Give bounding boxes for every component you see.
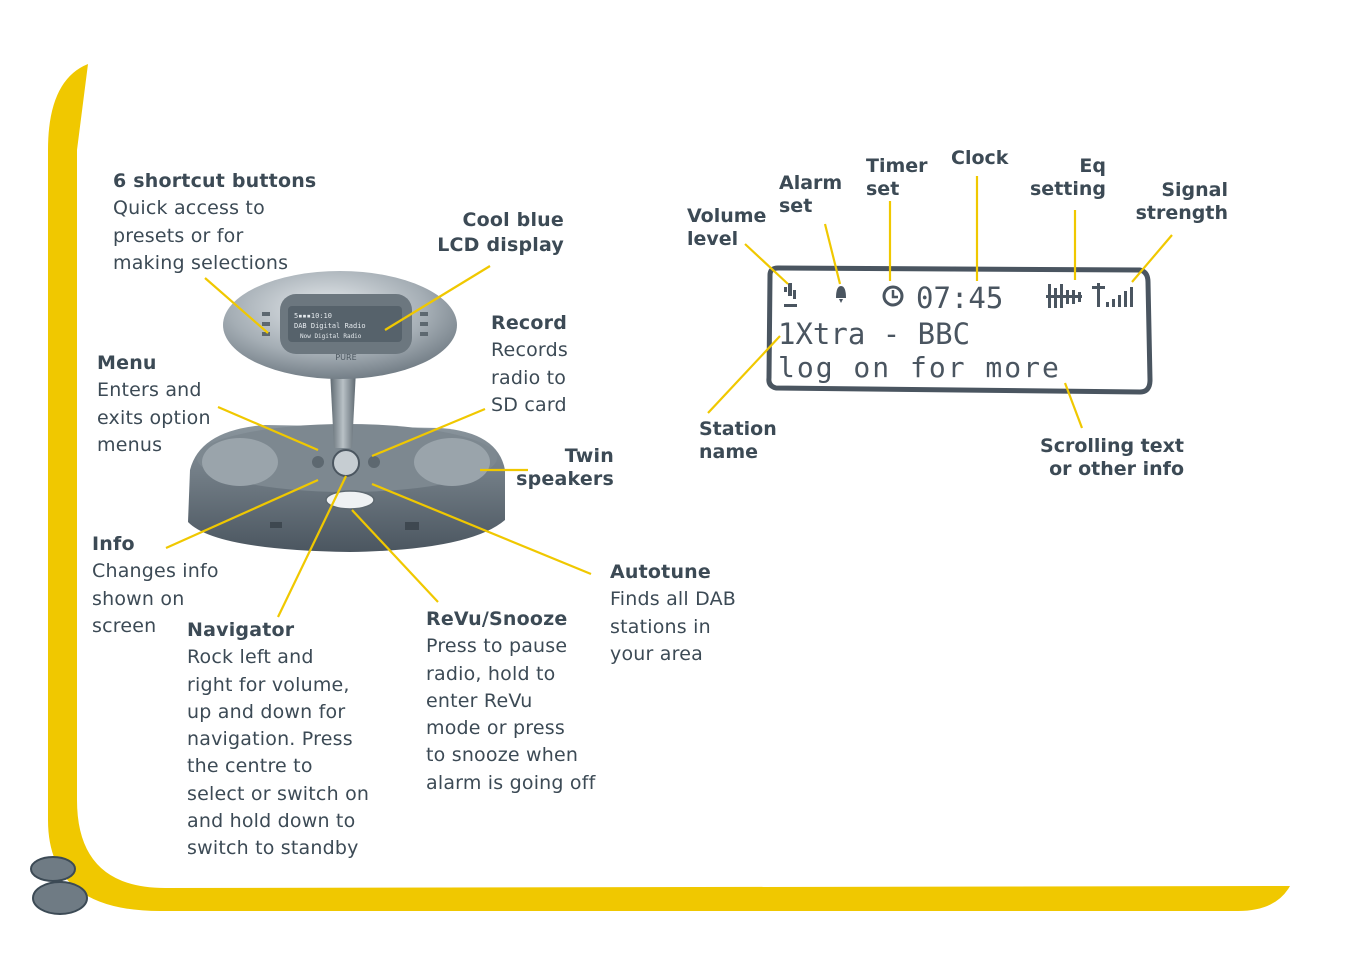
leader-lcd (384, 265, 491, 331)
leader-autotune (371, 482, 592, 576)
device-screen (288, 306, 402, 342)
label-desc: Rock left and right for volume, up and d… (187, 646, 370, 860)
device-brand: PURE (335, 353, 356, 362)
label-scrolling-text: Scrolling text or other info (1040, 435, 1184, 480)
label-revu-snooze: ReVu/Snooze Press to pause radio, hold t… (426, 606, 596, 797)
leader-shortcut (204, 277, 269, 334)
eq-icon (1046, 284, 1082, 308)
label-desc: Quick access to presets or for making se… (113, 197, 289, 274)
left-speaker (202, 438, 278, 486)
label-title: Record (491, 312, 568, 334)
label-record: Record Records radio to SD card (491, 310, 568, 419)
lcd-scroll-text: log on for more (778, 351, 1061, 384)
leader-scrolling (1063, 382, 1084, 429)
signal-strength-icon (1092, 283, 1133, 307)
right-speaker (414, 438, 490, 486)
leader-info (165, 478, 319, 550)
label-desc: Finds all DAB stations in your area (610, 588, 737, 665)
label-title: ReVu/Snooze (426, 608, 568, 630)
record-button (368, 456, 380, 468)
revu-button (325, 490, 375, 510)
menu-button (312, 456, 324, 468)
lcd-time: 07:45 (916, 281, 1003, 315)
device-screen-line1: 5▪▪▪10:10 (294, 312, 332, 320)
label-station-name: Station name (699, 418, 777, 463)
label-title: 6 shortcut buttons (113, 170, 317, 192)
label-twin-speakers: Twin speakers (516, 445, 614, 491)
label-signal-strength: Signal strength (1135, 179, 1228, 224)
leader-signal (1131, 234, 1173, 283)
label-volume-level: Volume level (687, 205, 767, 250)
leader-volume (744, 243, 789, 285)
timer-icon (882, 285, 904, 307)
label-info: Info Changes info shown on screen (92, 531, 219, 640)
label-desc: Records radio to SD card (491, 339, 568, 416)
label-timer-set: Timer set (866, 155, 928, 200)
radio-stem (330, 370, 356, 448)
label-desc: Enters and exits option menus (97, 379, 211, 456)
leader-revu (351, 509, 439, 603)
label-shortcut-buttons: 6 shortcut buttons Quick access to prese… (113, 168, 316, 277)
label-title: Menu (97, 352, 157, 374)
leader-alarm (823, 223, 842, 285)
label-menu: Menu Enters and exits option menus (97, 350, 211, 459)
leader-record (371, 407, 486, 458)
alarm-bell-icon (836, 286, 846, 303)
left-shortcut-buttons (262, 312, 270, 336)
label-eq-setting: Eq setting (1030, 155, 1106, 200)
device-screen-line3: Now Digital Radio (300, 333, 362, 340)
label-title: Info (92, 533, 135, 555)
right-shortcut-buttons (420, 312, 428, 336)
volume-icon (784, 283, 797, 307)
label-title: Cool blue LCD display (437, 209, 564, 256)
label-alarm-set: Alarm set (779, 172, 843, 217)
label-lcd-display: Cool blue LCD display (437, 208, 564, 258)
leader-station (707, 335, 781, 414)
label-navigator: Navigator Rock left and right for volume… (187, 617, 369, 863)
label-desc: Changes info shown on screen (92, 560, 219, 637)
page-tab-top (30, 856, 76, 882)
leader-menu (217, 405, 319, 452)
label-title: Autotune (610, 561, 711, 583)
leader-navigator (277, 475, 347, 618)
label-clock: Clock (951, 147, 1009, 169)
page-tab-bottom (32, 881, 88, 915)
label-autotune: Autotune Finds all DAB stations in your … (610, 559, 736, 668)
label-title: Twin speakers (516, 445, 614, 490)
device-screen-line2: DAB Digital Radio (294, 322, 366, 330)
label-desc: Press to pause radio, hold to enter ReVu… (426, 635, 596, 794)
label-title: Navigator (187, 619, 295, 641)
lcd-station-name: 1Xtra - BBC (778, 317, 970, 351)
